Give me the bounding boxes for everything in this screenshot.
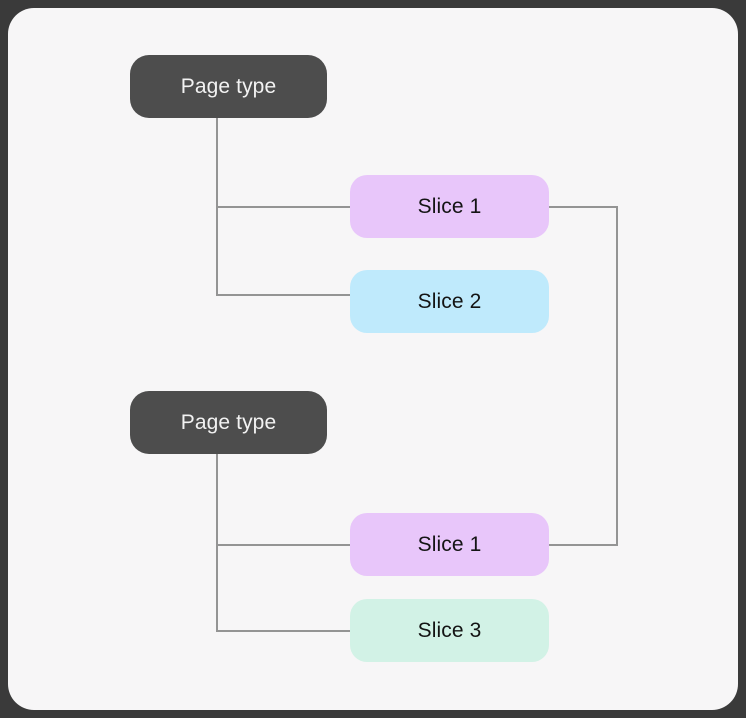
node-label: Slice 2 xyxy=(417,289,482,313)
node-slice-1-b[interactable]: Slice 1 xyxy=(350,513,549,576)
connector-edge-page2-slice3 xyxy=(216,545,350,632)
node-page-type-1[interactable]: Page type xyxy=(130,55,327,118)
node-slice-3[interactable]: Slice 3 xyxy=(350,599,549,662)
node-label: Slice 3 xyxy=(417,618,482,642)
connector-edge-page1-slice2 xyxy=(216,207,350,296)
connector-edge-page1-slice1 xyxy=(216,118,350,208)
node-page-type-2[interactable]: Page type xyxy=(130,391,327,454)
connector-edge-page2-slice1 xyxy=(216,454,350,546)
node-slice-2[interactable]: Slice 2 xyxy=(350,270,549,333)
node-label: Slice 1 xyxy=(417,532,482,556)
node-label: Page type xyxy=(180,410,277,434)
connector-edge-shared-slice1 xyxy=(549,206,618,546)
node-label: Page type xyxy=(180,74,277,98)
node-label: Slice 1 xyxy=(417,194,482,218)
node-slice-1-a[interactable]: Slice 1 xyxy=(350,175,549,238)
